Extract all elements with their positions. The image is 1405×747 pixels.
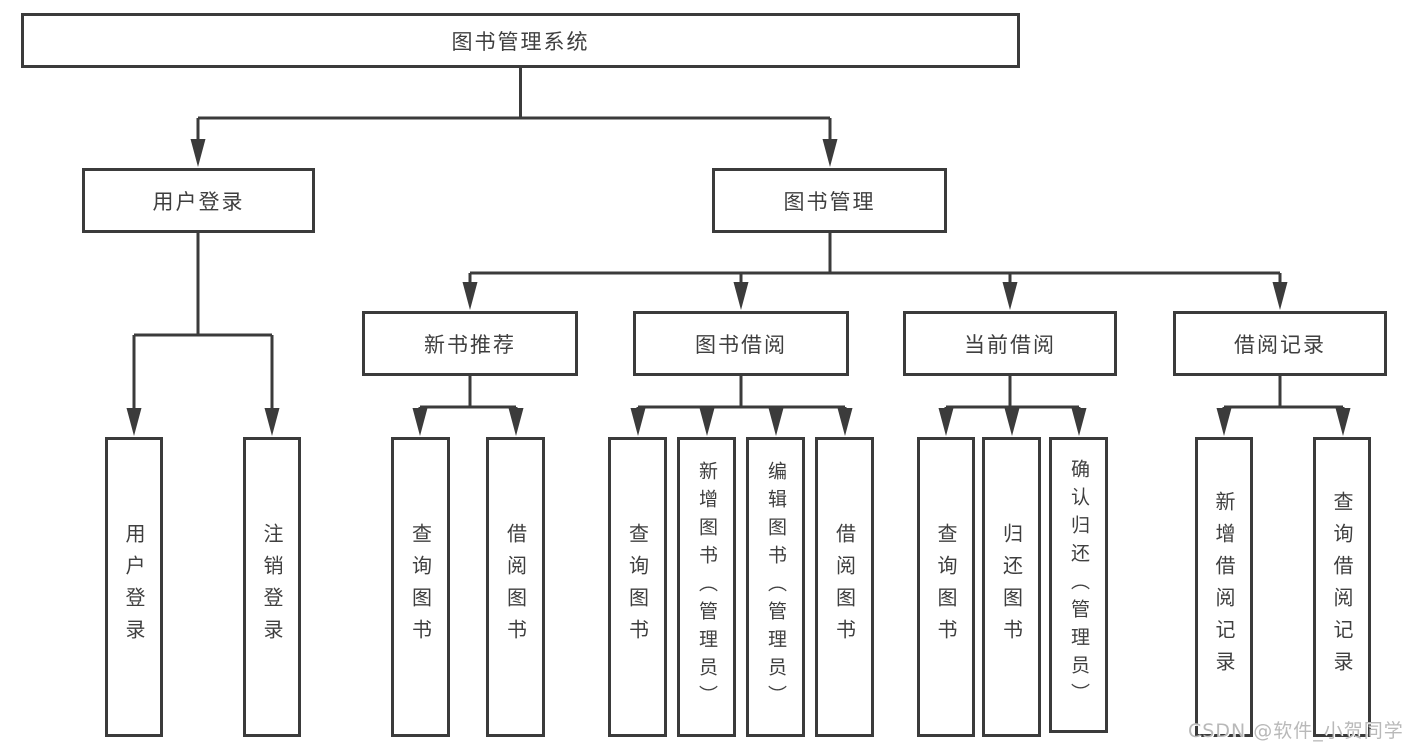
node-label: 图书管理 xyxy=(783,189,876,214)
csdn-watermark: CSDN @软件_小贺同学 xyxy=(1188,720,1404,742)
node-book-management: 图书管理 xyxy=(712,168,947,233)
node-label: 图书管理系统 xyxy=(451,29,590,54)
node-label: 用户登录 xyxy=(122,523,146,651)
node-label: 借阅图书 xyxy=(503,523,528,651)
arrowhead xyxy=(768,408,784,436)
node-library-management-system: 图书管理系统 xyxy=(21,13,1020,68)
node-label: 用户登录 xyxy=(152,189,245,214)
node-label: 借阅记录 xyxy=(1234,332,1326,357)
connector-current-borrowing-branch xyxy=(938,376,1087,436)
leaf-query-books-borrowing: 查询图书 xyxy=(608,437,667,737)
leaf-borrow-books-recommend: 借阅图书 xyxy=(486,437,545,737)
node-label: 注销登录 xyxy=(260,523,284,651)
leaf-query-books-recommend: 查询图书 xyxy=(391,437,450,737)
arrowhead xyxy=(1002,282,1018,310)
arrowhead xyxy=(126,408,142,436)
node-label: 查询借阅记录 xyxy=(1330,491,1354,683)
node-label: 图书借阅 xyxy=(695,332,787,357)
connector-book-management-branch xyxy=(462,233,1288,310)
leaf-query-borrow-record: 查询借阅记录 xyxy=(1313,437,1371,737)
arrowhead xyxy=(1272,282,1288,310)
connector-borrowing-records-branch xyxy=(1216,376,1351,436)
arrowhead xyxy=(264,408,280,436)
arrowhead xyxy=(699,408,715,436)
arrowhead xyxy=(1216,408,1232,436)
connector-root-to-level2 xyxy=(190,68,838,167)
node-current-borrowing: 当前借阅 xyxy=(903,311,1117,376)
arrowhead xyxy=(837,408,853,436)
connector-new-book-branch xyxy=(412,376,524,436)
leaf-query-books-current: 查询图书 xyxy=(917,437,975,737)
node-label: 查询图书 xyxy=(934,523,958,651)
arrowhead xyxy=(733,282,749,310)
leaf-user-login: 用户登录 xyxy=(105,437,163,737)
connector-book-borrowing-branch xyxy=(630,376,853,436)
arrowhead xyxy=(1004,408,1020,436)
arrowhead xyxy=(462,282,478,310)
node-label: 新书推荐 xyxy=(424,332,516,357)
node-label: 新增图书（管理员） xyxy=(696,461,718,713)
arrowhead xyxy=(938,408,954,436)
arrowhead xyxy=(630,408,646,436)
node-book-borrowing: 图书借阅 xyxy=(633,311,849,376)
arrowhead xyxy=(190,139,206,167)
node-new-book-recommendation: 新书推荐 xyxy=(362,311,578,376)
arrowhead xyxy=(412,408,428,436)
arrowhead xyxy=(508,408,524,436)
node-label: 归还图书 xyxy=(999,523,1024,651)
arrowhead xyxy=(1335,408,1351,436)
leaf-borrow-books-borrowing: 借阅图书 xyxy=(815,437,874,737)
leaf-logout: 注销登录 xyxy=(243,437,301,737)
node-user-login: 用户登录 xyxy=(82,168,315,233)
arrowhead xyxy=(1071,408,1087,436)
leaf-add-books-admin: 新增图书（管理员） xyxy=(677,437,736,737)
node-label: 查询图书 xyxy=(625,523,650,651)
leaf-confirm-return-admin: 确认归还（管理员） xyxy=(1049,437,1108,733)
node-label: 当前借阅 xyxy=(964,332,1056,357)
node-label: 编辑图书（管理员） xyxy=(765,461,787,713)
node-label: 借阅图书 xyxy=(832,523,857,651)
leaf-return-books: 归还图书 xyxy=(982,437,1041,737)
leaf-edit-books-admin: 编辑图书（管理员） xyxy=(746,437,805,737)
node-label: 查询图书 xyxy=(408,523,433,651)
connector-user-login-branch xyxy=(126,233,280,436)
node-label: 新增借阅记录 xyxy=(1212,491,1236,683)
leaf-add-borrow-record: 新增借阅记录 xyxy=(1195,437,1253,737)
node-label: 确认归还（管理员） xyxy=(1068,459,1090,711)
node-borrowing-records: 借阅记录 xyxy=(1173,311,1387,376)
arrowhead xyxy=(822,139,838,167)
